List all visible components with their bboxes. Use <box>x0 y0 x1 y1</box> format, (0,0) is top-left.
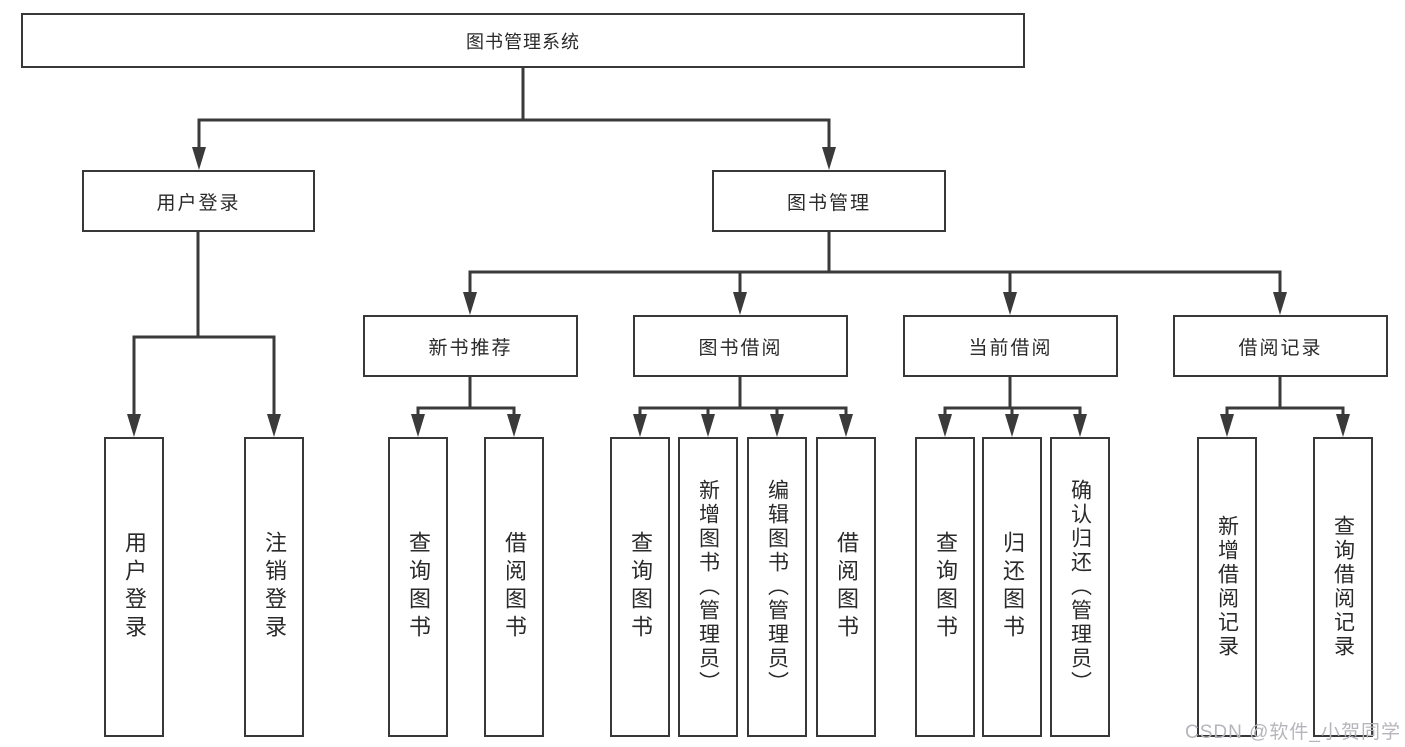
node-book-borrowing: 图书借阅 <box>633 315 848 377</box>
leaf-current-return-books: 归还图书 <box>982 437 1042 737</box>
leaf-records-add-record: 新增借阅记录 <box>1197 437 1257 737</box>
leaf-borrowing-edit-books-admin-label: 编辑图书（管理员） <box>765 479 789 695</box>
leaf-records-query-record: 查询借阅记录 <box>1313 437 1373 737</box>
leaf-current-return-books-label: 归还图书 <box>1000 531 1025 643</box>
leaf-records-add-record-label: 新增借阅记录 <box>1215 515 1239 659</box>
leaf-recommend-query-books: 查询图书 <box>388 437 448 737</box>
node-root: 图书管理系统 <box>21 13 1025 68</box>
leaf-current-query-books: 查询图书 <box>915 437 975 737</box>
leaf-current-query-books-label: 查询图书 <box>933 531 958 643</box>
node-current-borrowing-label: 当前借阅 <box>968 337 1053 359</box>
watermark-text: CSDN @软件_小贺同学 <box>1185 722 1401 743</box>
leaf-borrowing-query-books: 查询图书 <box>610 437 670 737</box>
node-book-management-label: 图书管理 <box>786 192 871 214</box>
node-book-borrowing-label: 图书借阅 <box>698 337 783 359</box>
leaf-borrowing-add-books-admin: 新增图书（管理员） <box>678 437 738 737</box>
leaf-recommend-borrow-books-label: 借阅图书 <box>502 531 527 643</box>
leaf-borrowing-borrow-books: 借阅图书 <box>816 437 876 737</box>
leaf-user-login-label: 用户登录 <box>122 531 147 643</box>
leaf-recommend-borrow-books: 借阅图书 <box>484 437 544 737</box>
node-borrowing-records-label: 借阅记录 <box>1238 337 1323 359</box>
leaf-records-query-record-label: 查询借阅记录 <box>1331 515 1355 659</box>
leaf-user-login: 用户登录 <box>104 437 164 737</box>
leaf-logout-label: 注销登录 <box>262 531 287 643</box>
node-borrowing-records: 借阅记录 <box>1173 315 1388 377</box>
node-new-book-recommend: 新书推荐 <box>363 315 578 377</box>
node-user-login-label: 用户登录 <box>156 192 241 214</box>
leaf-current-confirm-return-admin-label: 确认归还（管理员） <box>1068 479 1092 695</box>
node-current-borrowing: 当前借阅 <box>903 315 1118 377</box>
leaf-logout: 注销登录 <box>244 437 304 737</box>
leaf-borrowing-edit-books-admin: 编辑图书（管理员） <box>747 437 807 737</box>
leaf-recommend-query-books-label: 查询图书 <box>406 531 431 643</box>
leaf-borrowing-query-books-label: 查询图书 <box>628 531 653 643</box>
node-book-management: 图书管理 <box>712 170 946 232</box>
node-new-book-recommend-label: 新书推荐 <box>428 337 513 359</box>
node-root-label: 图书管理系统 <box>466 31 580 52</box>
leaf-borrowing-add-books-admin-label: 新增图书（管理员） <box>696 479 720 695</box>
leaf-current-confirm-return-admin: 确认归还（管理员） <box>1050 437 1110 737</box>
node-user-login: 用户登录 <box>82 170 315 232</box>
leaf-borrowing-borrow-books-label: 借阅图书 <box>834 531 859 643</box>
